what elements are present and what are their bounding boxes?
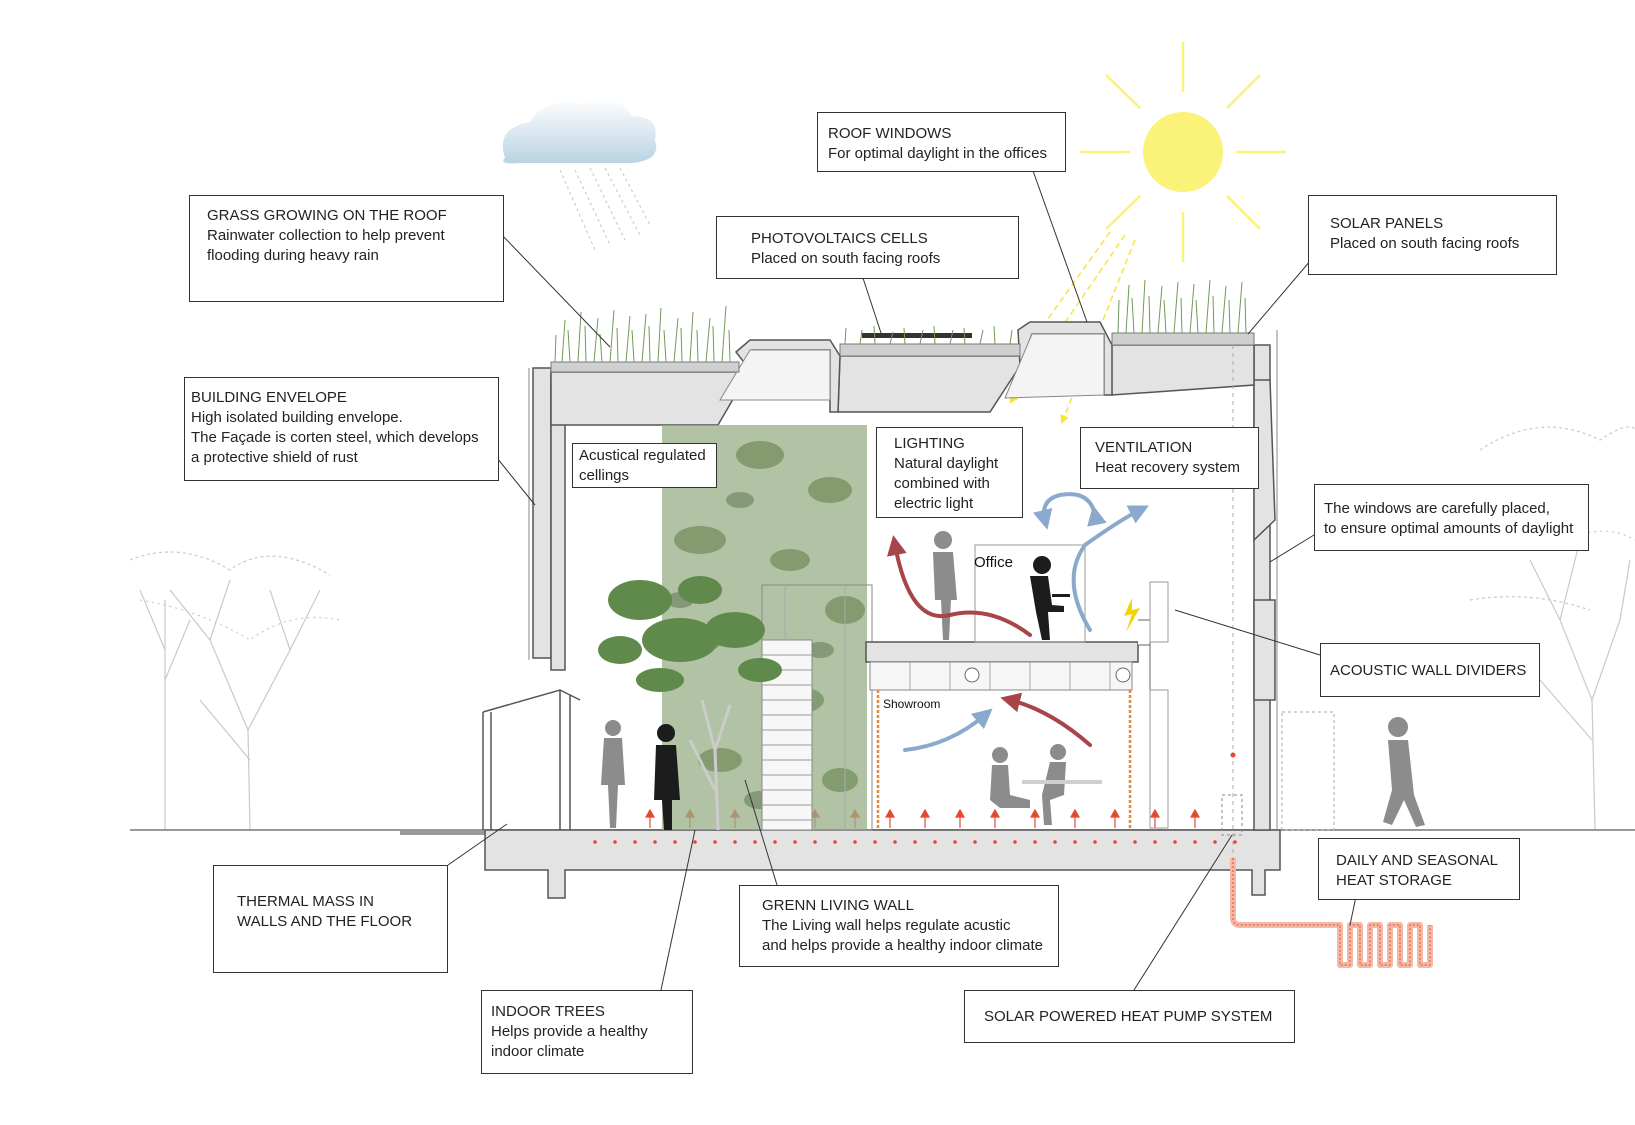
callout-roof-windows: ROOF WINDOWS For optimal daylight in the… xyxy=(817,112,1066,172)
callout-text: The Living wall helps regulate acustic xyxy=(762,917,1011,934)
floor-slab xyxy=(484,829,1281,899)
callout-text: The Façade is corten steel, which develo… xyxy=(191,429,479,446)
roof-window-glazing xyxy=(719,333,1105,401)
office-partitions xyxy=(974,544,1169,829)
callout-text: combined with xyxy=(894,475,990,492)
mezzanine-floor xyxy=(865,619,1151,691)
callout-text: Helps provide a healthy xyxy=(491,1023,648,1040)
callout-title: GRENN LIVING WALL xyxy=(762,897,914,914)
callout-building-envelope: BUILDING ENVELOPE High isolated building… xyxy=(184,377,499,481)
callout-text: Rainwater collection to help prevent xyxy=(207,227,445,244)
callout-text: cellings xyxy=(579,467,630,484)
showroom-label: Showroom xyxy=(883,697,941,711)
callout-title: ACOUSTIC WALL DIVIDERS xyxy=(1330,662,1527,679)
callout-photovoltaics: PHOTOVOLTAICS CELLS Placed on south faci… xyxy=(716,216,1019,279)
callout-text: WALLS AND THE FLOOR xyxy=(237,913,413,930)
callout-text: Placed on south facing roofs xyxy=(1330,235,1520,252)
callout-title: SOLAR POWERED HEAT PUMP SYSTEM xyxy=(984,1008,1273,1025)
callout-text: to ensure optimal amounts of daylight xyxy=(1324,520,1574,537)
callout-text: For optimal daylight in the offices xyxy=(828,145,1048,162)
callout-indoor-trees: INDOOR TREES Helps provide a healthy ind… xyxy=(481,990,693,1074)
roof-structure xyxy=(550,321,1255,426)
building-envelope-left-wall xyxy=(532,367,566,671)
callout-acoustical-ceilings: Acustical regulated cellings xyxy=(572,443,717,488)
callout-title: BUILDING ENVELOPE xyxy=(191,389,347,406)
callout-solar-panels: SOLAR PANELS Placed on south facing roof… xyxy=(1308,195,1557,275)
callout-thermal-mass: THERMAL MASS IN WALLS AND THE FLOOR xyxy=(213,865,448,973)
callout-title: GRASS GROWING ON THE ROOF xyxy=(207,207,447,224)
office-label: Office xyxy=(974,554,1013,571)
callout-title: PHOTOVOLTAICS CELLS xyxy=(751,230,928,247)
showroom-columns xyxy=(876,690,1132,828)
callout-text: flooding during heavy rain xyxy=(207,247,379,264)
underfloor-heating xyxy=(593,840,1237,844)
indoor-tree xyxy=(598,576,782,831)
roof-grass xyxy=(554,279,1247,363)
callout-leader-lines xyxy=(447,167,1359,991)
callout-text: electric light xyxy=(894,495,974,512)
callout-title: Acustical regulated xyxy=(579,447,706,464)
callout-title: The windows are carefully placed, xyxy=(1324,500,1550,517)
background-tree-left xyxy=(129,551,341,831)
callout-title: SOLAR PANELS xyxy=(1330,215,1444,232)
callout-grass-roof: GRASS GROWING ON THE ROOF Rainwater coll… xyxy=(189,195,504,302)
callout-title: DAILY AND SEASONAL xyxy=(1336,852,1499,869)
callout-text: High isolated building envelope. xyxy=(191,409,403,426)
callout-text: Natural daylight xyxy=(894,455,999,472)
callout-title: LIGHTING xyxy=(894,435,965,452)
callout-title: THERMAL MASS IN xyxy=(237,893,374,910)
callout-text: indoor climate xyxy=(491,1043,585,1060)
callout-text: Placed on south facing roofs xyxy=(751,250,941,267)
callout-title: ROOF WINDOWS xyxy=(828,125,952,142)
green-roof-soil xyxy=(550,332,1255,373)
rain-cloud xyxy=(502,98,657,251)
callout-heat-pump: SOLAR POWERED HEAT PUMP SYSTEM xyxy=(964,990,1295,1043)
callout-acoustic-dividers: ACOUSTIC WALL DIVIDERS xyxy=(1320,643,1540,697)
callout-text: Heat recovery system xyxy=(1095,459,1241,476)
callout-text: and helps provide a healthy indoor clima… xyxy=(762,937,1044,954)
callout-ventilation: VENTILATION Heat recovery system xyxy=(1080,427,1259,489)
background-tree-right xyxy=(1449,426,1635,831)
callout-living-wall: GRENN LIVING WALL The Living wall helps … xyxy=(739,885,1059,967)
airflow-arrows xyxy=(887,492,1149,752)
callout-text: a protective shield of rust xyxy=(191,449,358,466)
callout-text: HEAT STORAGE xyxy=(1336,872,1452,889)
photovoltaic-cells xyxy=(862,333,972,338)
callout-heat-storage: DAILY AND SEASONAL HEAT STORAGE xyxy=(1318,838,1520,900)
lightning-icon xyxy=(1124,598,1140,632)
showroom-table xyxy=(1022,780,1102,784)
callout-windows: The windows are carefully placed, to ens… xyxy=(1314,484,1589,551)
callout-title: VENTILATION xyxy=(1095,439,1193,456)
building-envelope-right-wall xyxy=(1253,344,1276,831)
entrance-canopy xyxy=(482,689,581,830)
callout-title: INDOOR TREES xyxy=(491,1003,605,1020)
person-silhouettes xyxy=(601,531,1425,830)
sun xyxy=(1009,42,1286,425)
callout-lighting: LIGHTING Natural daylight combined with … xyxy=(876,427,1023,518)
